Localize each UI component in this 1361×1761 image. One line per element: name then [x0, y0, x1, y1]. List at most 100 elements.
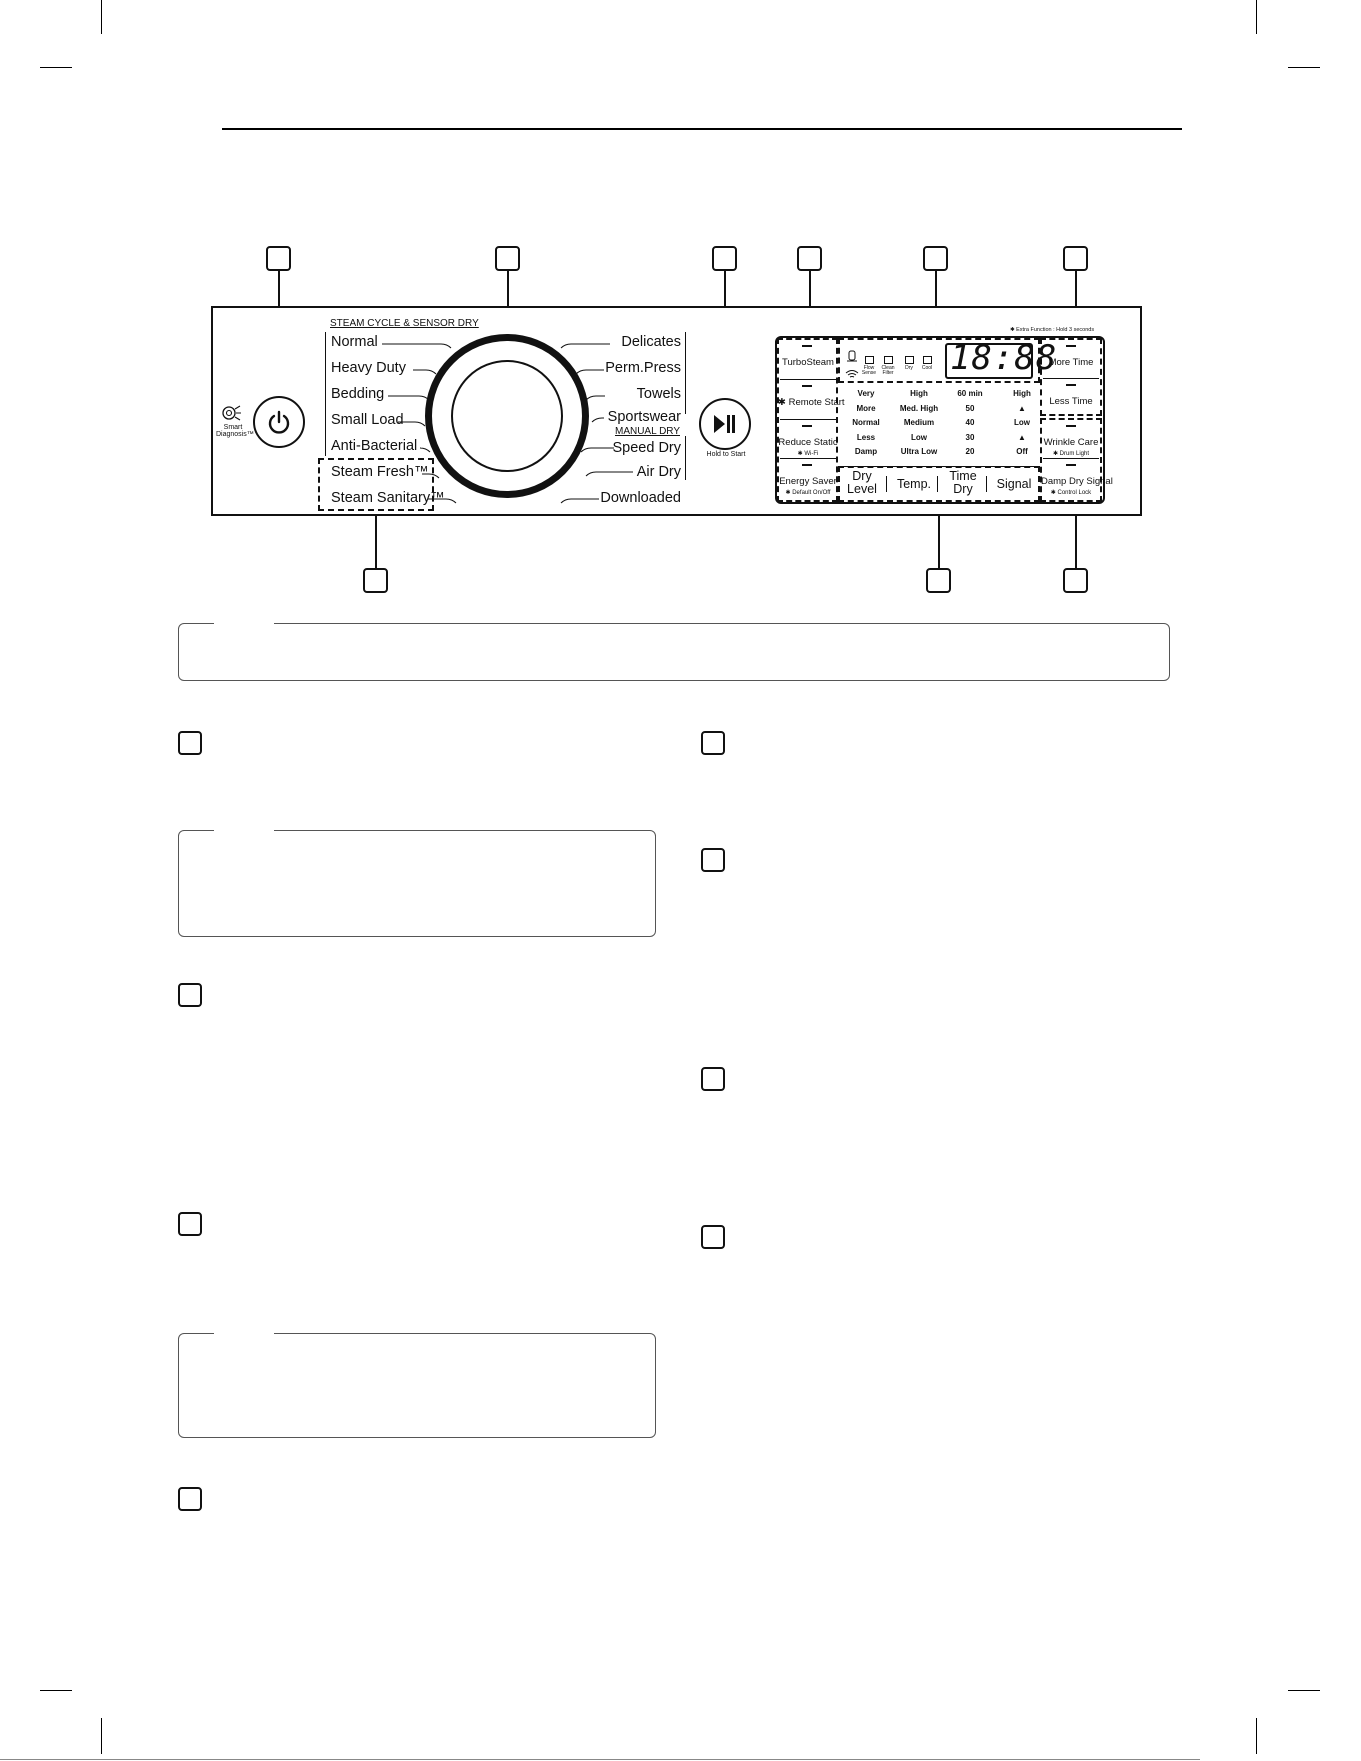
leader-line	[938, 503, 940, 568]
note-box-wide	[178, 623, 1170, 681]
callout-start-pause	[712, 246, 737, 271]
status-icon	[905, 356, 914, 364]
option-select-button[interactable]: Temp.	[896, 477, 932, 491]
note-box-label-gap	[214, 828, 274, 831]
status-display-highlight	[838, 338, 1040, 383]
option-button[interactable]: Damp Dry Signal	[1041, 476, 1113, 487]
option-level: 60 min	[957, 389, 983, 398]
crop-mark	[1256, 0, 1257, 34]
cycle-option[interactable]: Speed Dry	[612, 440, 681, 456]
time-buttons-highlight	[1040, 338, 1102, 416]
button-indicator	[1066, 425, 1076, 427]
option-level: ▲	[1018, 404, 1026, 413]
option-button[interactable]: ✱ Remote Start	[778, 397, 845, 408]
start-pause-button[interactable]	[699, 398, 751, 450]
option-button[interactable]: TurboSteam	[782, 357, 834, 368]
option-button[interactable]: Wrinkle Care	[1043, 437, 1099, 448]
connector-line	[382, 343, 452, 349]
leader-line	[1075, 271, 1077, 340]
option-select-button[interactable]: Dry Level	[847, 469, 877, 496]
crop-mark	[40, 1690, 72, 1691]
right-manual-bracket	[685, 436, 686, 480]
option-level: Damp	[854, 447, 878, 456]
right-options-highlight	[1040, 418, 1102, 502]
crop-mark	[1256, 1718, 1257, 1754]
section-marker-1	[178, 731, 202, 755]
option-button[interactable]: Reduce Static	[778, 437, 838, 448]
smart-diagnosis-label: Smart Diagnosis™	[216, 424, 254, 438]
status-icon	[923, 356, 932, 364]
button-separator	[780, 419, 836, 420]
cycle-connectors	[382, 343, 633, 504]
button-indicator	[802, 425, 812, 427]
cycle-option[interactable]: Air Dry	[636, 464, 681, 480]
option-button[interactable]: More Time	[1048, 357, 1094, 368]
steam-cycles-highlight	[318, 458, 434, 511]
cycle-option[interactable]: Sportswear	[607, 409, 681, 425]
cycle-option[interactable]: Steam Sanitary™	[331, 490, 445, 506]
time-display-box	[945, 343, 1033, 379]
connector-line	[428, 498, 457, 504]
power-button[interactable]	[253, 396, 305, 448]
cycle-option[interactable]: Heavy Duty	[331, 360, 406, 376]
callout-power	[266, 246, 291, 271]
note-box-label-gap	[214, 1331, 274, 1334]
connector-line	[585, 395, 605, 401]
section-marker-5	[701, 731, 725, 755]
cycle-option[interactable]: Downloaded	[600, 490, 681, 506]
option-select-button[interactable]: Signal	[996, 477, 1032, 491]
time-display: 18:88	[950, 338, 1058, 378]
connector-line	[398, 421, 426, 427]
crop-mark	[101, 0, 102, 34]
option-select-button[interactable]: Time Dry	[949, 469, 977, 496]
connector-line	[560, 498, 599, 504]
right-cycle-bracket	[685, 332, 686, 414]
crop-mark	[1288, 67, 1320, 68]
footer-divider	[937, 476, 938, 492]
section-marker-4	[178, 1487, 202, 1511]
smart-diagnosis-icon	[222, 405, 242, 428]
button-indicator	[1066, 384, 1076, 386]
leader-line	[1075, 501, 1077, 568]
option-button[interactable]: Less Time	[1049, 396, 1093, 407]
option-button[interactable]: Energy Saver	[779, 476, 837, 487]
cycle-option[interactable]: Anti-Bacterial	[331, 438, 418, 454]
connector-line	[560, 343, 610, 349]
option-level: Off	[1016, 447, 1028, 456]
footer-divider	[986, 476, 987, 492]
cycle-option[interactable]: Steam Fresh™	[331, 464, 429, 480]
bottom-rule	[0, 1759, 1200, 1760]
cycle-option[interactable]: Small Load	[331, 412, 404, 428]
callout-left-options	[797, 246, 822, 271]
crop-mark	[1288, 1690, 1320, 1691]
option-level: Medium	[903, 418, 935, 427]
section-marker-7	[701, 1067, 725, 1091]
callout-cycle-knob	[495, 246, 520, 271]
option-level: 30	[965, 433, 975, 442]
cycle-option[interactable]: Normal	[331, 334, 378, 350]
extra-function-note: ✱ Extra Function : Hold 3 seconds	[1010, 327, 1095, 333]
cycle-option[interactable]: Towels	[636, 386, 681, 402]
crop-mark	[101, 1718, 102, 1754]
connector-line	[580, 447, 614, 453]
option-level: High	[910, 389, 928, 398]
button-separator	[1043, 458, 1099, 459]
button-indicator	[1066, 345, 1076, 347]
option-level: Med. High	[899, 404, 939, 413]
option-level: Less	[856, 433, 876, 442]
note-box-left-2	[178, 1333, 656, 1438]
leader-line	[809, 271, 811, 340]
button-separator	[1043, 378, 1099, 379]
button-indicator	[1066, 464, 1076, 466]
option-level: 20	[965, 447, 975, 456]
cycle-option[interactable]: Bedding	[331, 386, 385, 402]
crop-mark	[40, 67, 72, 68]
header-rule	[222, 128, 1182, 130]
button-indicator	[802, 464, 812, 466]
cycle-option[interactable]: Delicates	[621, 334, 681, 350]
option-level: Low	[1014, 418, 1030, 427]
option-level: Low	[911, 433, 927, 442]
cycle-option[interactable]: Perm.Press	[605, 360, 681, 376]
section-marker-8	[701, 1225, 725, 1249]
option-level: High	[1013, 389, 1031, 398]
